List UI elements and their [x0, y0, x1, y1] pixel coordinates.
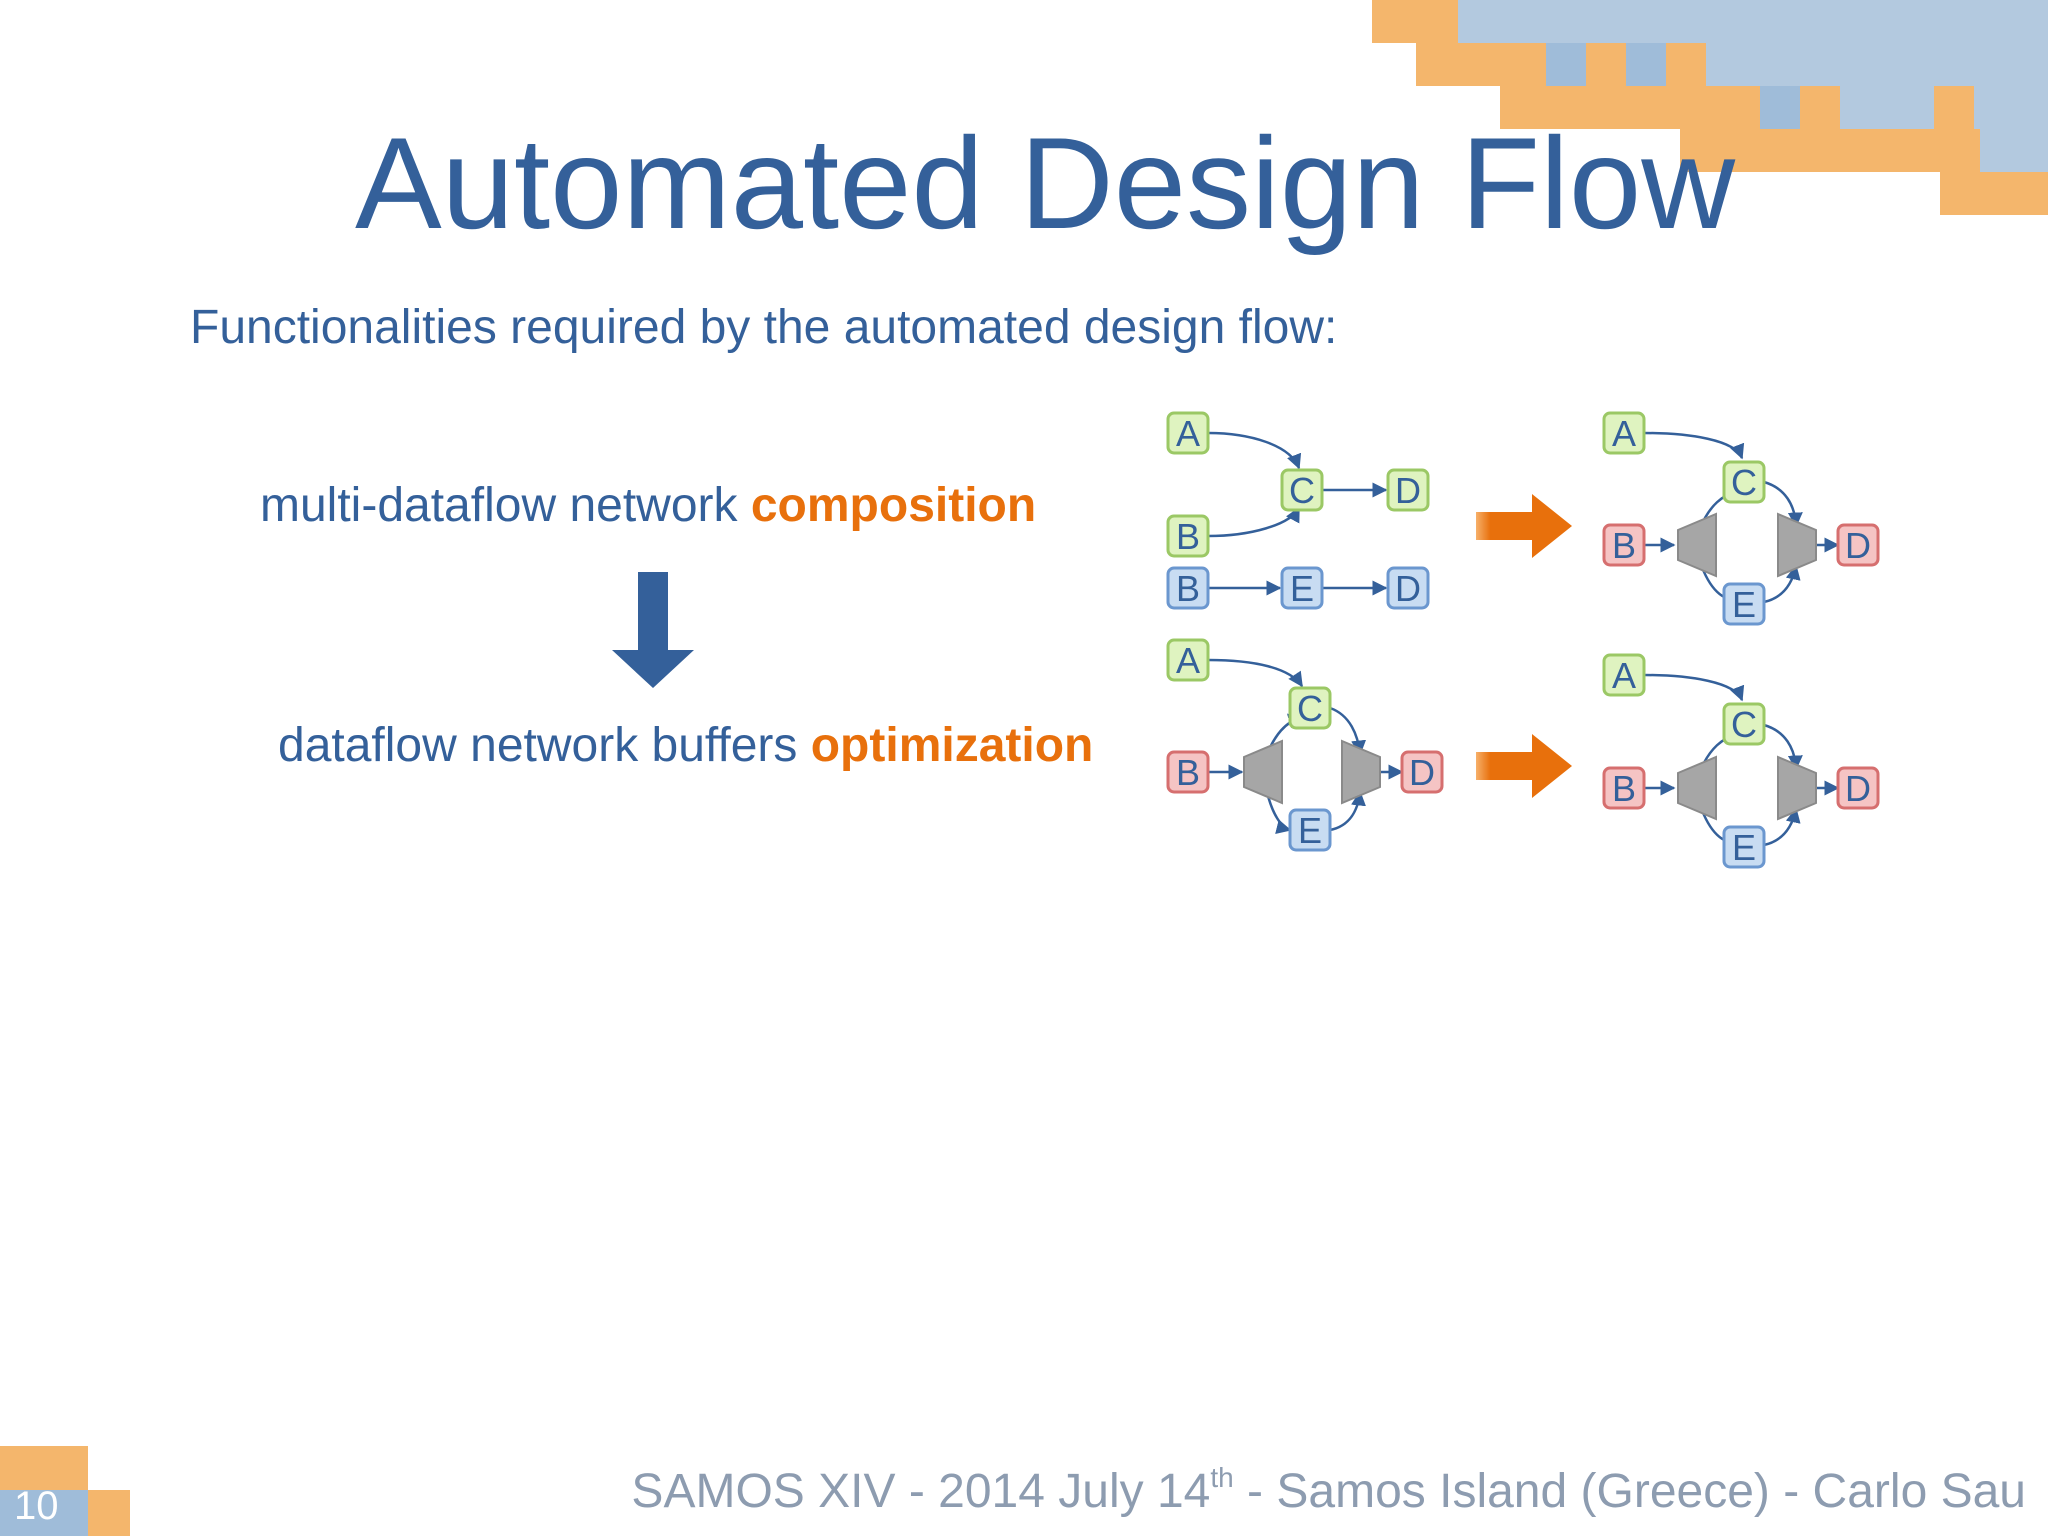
slide-number-decoration — [0, 1446, 130, 1536]
node-c: C — [1280, 468, 1324, 512]
footer-text: SAMOS XIV - 2014 July 14 — [631, 1465, 1211, 1518]
node-label: B — [1176, 516, 1200, 557]
network-group-top-left: A C D B B E D — [1166, 411, 1430, 610]
switch-box — [1243, 739, 1283, 805]
node-d: D — [1400, 750, 1444, 794]
node-label: A — [1176, 640, 1200, 681]
edge — [1763, 564, 1801, 604]
edge — [1643, 431, 1745, 460]
node-label: C — [1731, 462, 1757, 503]
step-composition: multi-dataflow network composition — [260, 478, 1036, 533]
node-d: D — [1386, 566, 1430, 610]
node-label: B — [1176, 568, 1200, 609]
switch-box — [1777, 755, 1817, 821]
node-label: D — [1845, 768, 1871, 809]
flow-arrow-icon — [1476, 494, 1572, 558]
node-label: D — [1845, 525, 1871, 566]
node-label: A — [1612, 655, 1636, 696]
slide-subtitle: Functionalities required by the automate… — [190, 301, 1338, 354]
slide-number: 10 — [14, 1484, 59, 1528]
node-a: A — [1166, 638, 1210, 682]
node-label: C — [1297, 688, 1323, 729]
node-label: E — [1732, 827, 1756, 868]
node-label: A — [1176, 413, 1200, 454]
node-label: C — [1731, 704, 1757, 745]
network-group-bottom-left: A C B D E — [1166, 638, 1444, 852]
node-e: E — [1722, 582, 1766, 626]
step-optimization: dataflow network buffers optimization — [278, 718, 1093, 773]
node-a: A — [1602, 653, 1646, 697]
node-c: C — [1722, 460, 1766, 504]
node-label: B — [1612, 525, 1636, 566]
switch-box — [1777, 512, 1817, 578]
node-a: A — [1166, 411, 1210, 455]
node-a: A — [1602, 411, 1646, 455]
step-highlight: optimization — [810, 719, 1094, 772]
node-label: E — [1732, 584, 1756, 625]
node-d: D — [1386, 468, 1430, 512]
footer: SAMOS XIV - 2014 July 14th - Samos Islan… — [631, 1462, 2026, 1519]
node-label: C — [1289, 470, 1315, 511]
node-d: D — [1836, 523, 1880, 567]
node-b: B — [1602, 766, 1646, 810]
node-label: D — [1409, 752, 1435, 793]
corner-decoration — [1360, 0, 2048, 220]
node-e: E — [1288, 808, 1332, 852]
flow-arrow-icon — [1476, 734, 1572, 798]
node-b: B — [1166, 514, 1210, 558]
node-label: B — [1176, 752, 1200, 793]
node-b: B — [1602, 523, 1646, 567]
step-highlight: composition — [750, 479, 1037, 532]
node-label: E — [1290, 568, 1314, 609]
slide-title: Automated Design Flow — [355, 110, 1736, 256]
edge — [1207, 431, 1302, 470]
footer-text: - Samos Island (Greece) - Carlo Sau — [1233, 1465, 2026, 1518]
node-label: A — [1612, 413, 1636, 454]
edge — [1207, 506, 1301, 538]
edge — [1207, 658, 1304, 688]
edge — [1763, 807, 1801, 847]
node-b: B — [1166, 750, 1210, 794]
down-arrow-icon — [612, 572, 694, 688]
node-e: E — [1722, 825, 1766, 869]
node-label: B — [1612, 768, 1636, 809]
step-text: dataflow network buffers — [278, 719, 811, 772]
step-text: multi-dataflow network — [260, 479, 751, 532]
node-c: C — [1288, 686, 1332, 730]
node-c: C — [1722, 702, 1766, 746]
node-label: D — [1395, 470, 1421, 511]
node-e: E — [1280, 566, 1324, 610]
edge — [1643, 673, 1745, 702]
node-label: E — [1298, 810, 1322, 851]
footer-superscript: th — [1210, 1462, 1234, 1493]
network-group-bottom-right: A C B D E — [1602, 653, 1880, 869]
node-label: D — [1395, 568, 1421, 609]
node-d: D — [1836, 766, 1880, 810]
switch-box — [1677, 755, 1717, 821]
node-b: B — [1166, 566, 1210, 610]
switch-box — [1677, 512, 1717, 578]
network-group-top-right: A C B D E — [1602, 411, 1880, 626]
switch-box — [1341, 739, 1381, 805]
